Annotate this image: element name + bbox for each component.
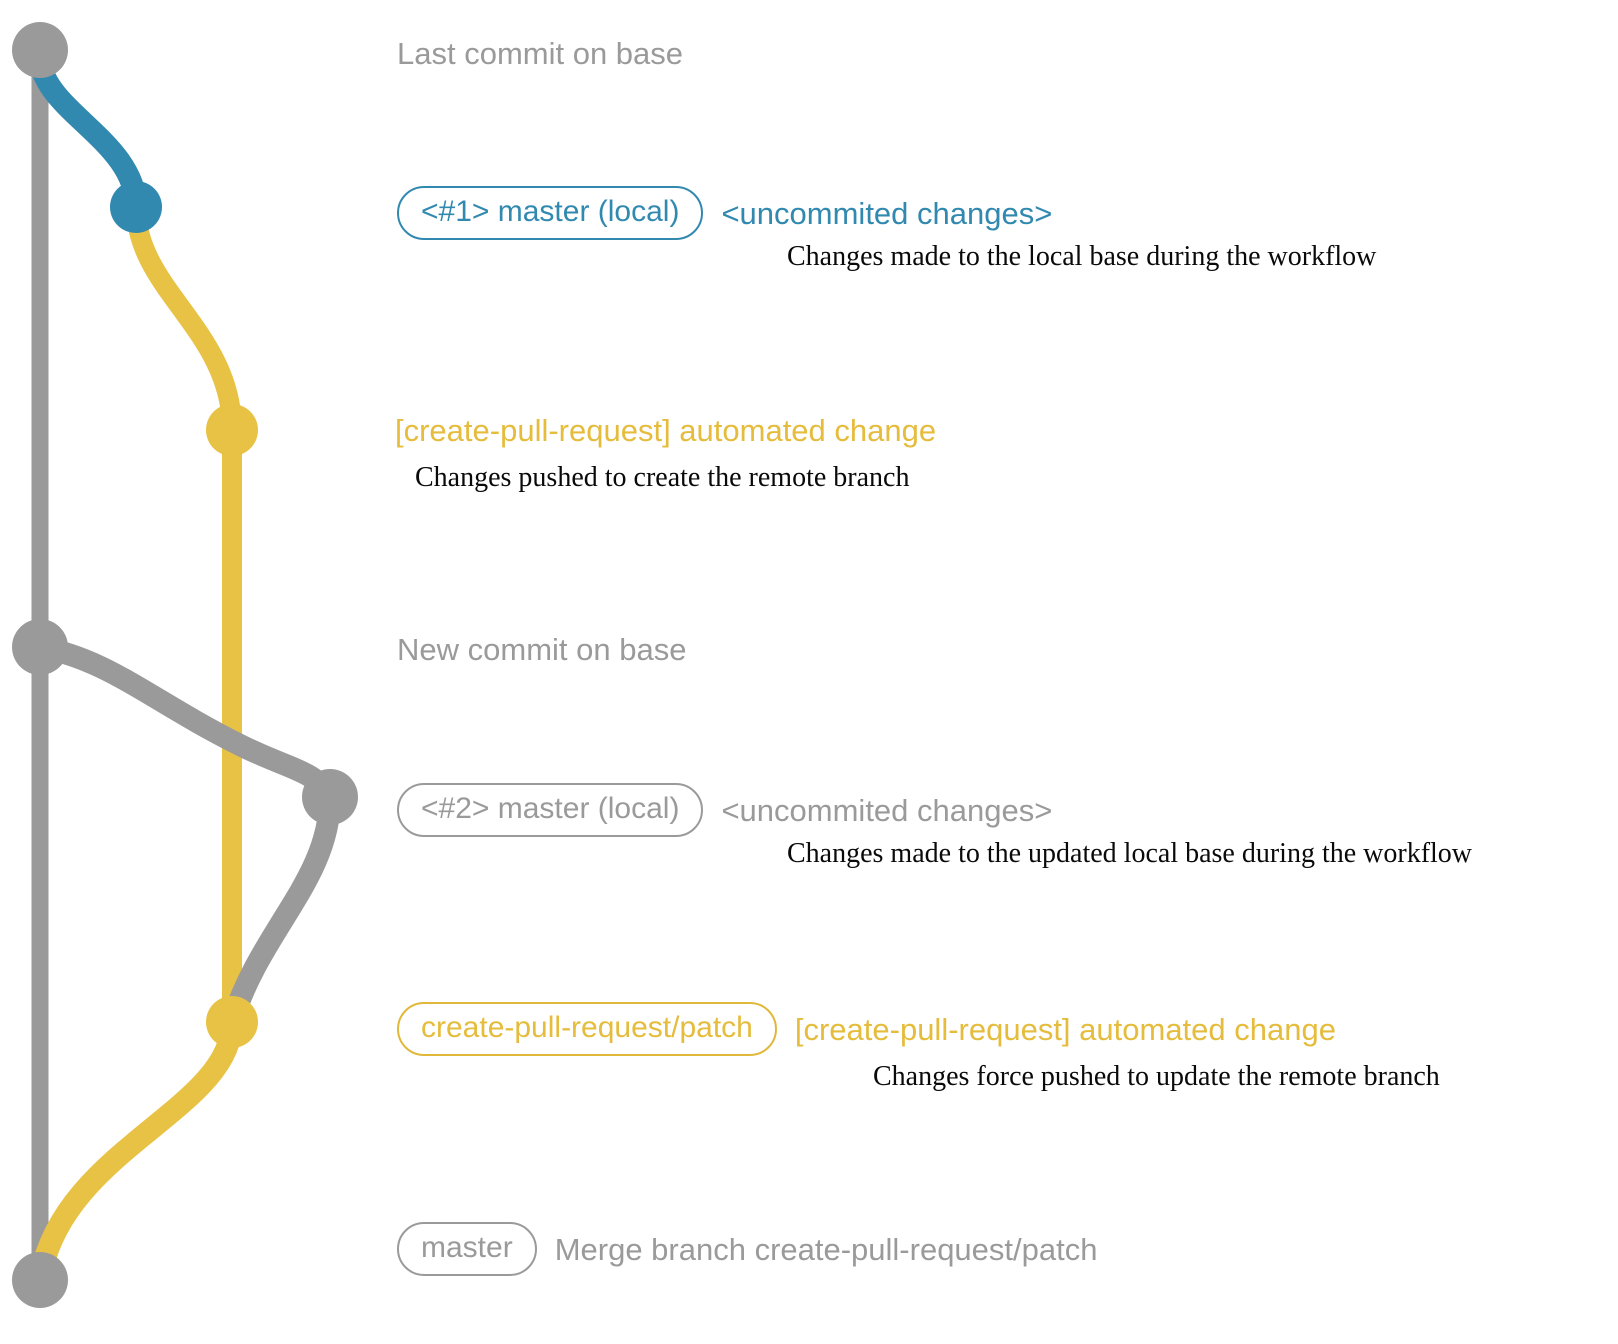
badge-patch-2[interactable]: create-pull-request/patch: [397, 1002, 777, 1056]
note-patch-1: Changes pushed to create the remote bran…: [415, 462, 910, 493]
commit-message-local-2: <uncommited changes>: [721, 792, 1053, 828]
edge-base-to-local1: [29, 45, 147, 218]
edge-local1-to-patch1: [126, 197, 242, 440]
git-graph: [12, 22, 358, 1308]
commit-node-base-last[interactable]: [12, 22, 68, 78]
note-local-1: Changes made to the local base during th…: [787, 241, 1377, 272]
row-local-2: <#2> master (local) <uncommited changes>: [397, 783, 1052, 837]
commit-node-patch-1[interactable]: [206, 404, 258, 456]
commit-node-base-new[interactable]: [12, 619, 68, 675]
row-local-1: <#1> master (local) <uncommited changes>: [397, 186, 1052, 240]
badge-local-1[interactable]: <#1> master (local): [397, 186, 704, 240]
commit-node-local-1[interactable]: [110, 181, 162, 233]
edge-local2-to-patch2: [221, 786, 341, 1033]
commit-message-merge-master: Merge branch create-pull-request/patch: [554, 1231, 1098, 1267]
note-patch-2: Changes force pushed to update the remot…: [873, 1061, 1440, 1092]
label-last-commit-on-base: Last commit on base: [397, 36, 684, 71]
commit-node-merge-master[interactable]: [12, 1252, 68, 1308]
label-patch-1: [create-pull-request] automated change: [395, 413, 937, 448]
commit-message-local-1: <uncommited changes>: [721, 195, 1053, 231]
commit-message-patch-2: [create-pull-request] automated change: [794, 1011, 1336, 1047]
row-patch-2: create-pull-request/patch [create-pull-r…: [397, 1002, 1336, 1056]
note-local-2: Changes made to the updated local base d…: [787, 838, 1473, 869]
edge-patch2-to-merge: [29, 1011, 243, 1291]
commit-node-local-2[interactable]: [302, 769, 358, 825]
badge-merge-master[interactable]: master: [397, 1222, 537, 1276]
edge-basenew-to-local2: [29, 636, 341, 808]
badge-local-2[interactable]: <#2> master (local): [397, 783, 704, 837]
label-new-commit-on-base: New commit on base: [397, 632, 687, 667]
row-merge-master: master Merge branch create-pull-request/…: [397, 1222, 1097, 1276]
commit-node-patch-2[interactable]: [206, 996, 258, 1048]
